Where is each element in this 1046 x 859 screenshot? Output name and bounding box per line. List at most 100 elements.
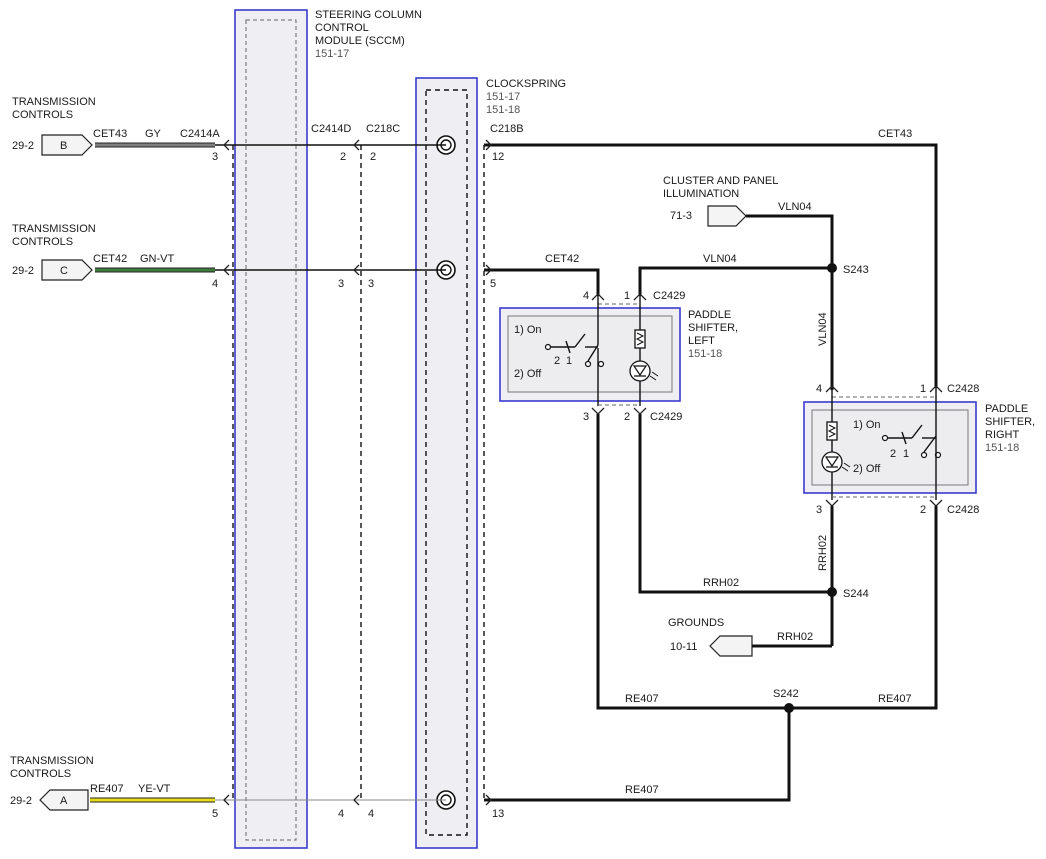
wire-re407-loop [596,414,938,710]
sccm-name-3: MODULE (SCCM) [315,35,405,47]
group-label: TRANSMISSION [12,223,96,235]
pin-number: 3 [368,278,374,290]
group-label: TRANSMISSION [12,96,96,108]
page-ref: 71-3 [670,210,692,222]
wire-label-re407-mid-right: RE407 [878,693,912,705]
connector-arrow [353,139,360,151]
paddle-shifter-left: 4 1 C2429 1) On 2) Off 2 1 [499,290,738,423]
pin-number: 1 [920,383,926,395]
pin-number: 5 [212,808,218,820]
page-ref: 29-2 [10,795,32,807]
wire-rrh02-left [638,414,832,594]
wire-color-gnvt: GN-VT [140,253,175,265]
paddle-left-name-1: PADDLE [688,309,731,321]
sccm-ref-1: 151-17 [315,48,349,60]
splice-s243 [827,263,837,273]
connector-label-c218c: C218C [366,123,400,135]
connector-label-c2414a: C2414A [180,128,220,140]
connector-arrow [633,407,647,415]
switch-pin: 2 [554,355,560,367]
switch-state-on: 1) On [853,419,881,431]
pin-number: 3 [338,278,344,290]
flag-letter: A [60,795,68,807]
wire-re407 [90,708,791,803]
switch-state-off: 2) Off [853,463,881,475]
wire-label-re407-mid-left: RE407 [625,693,659,705]
pin-number: 4 [583,290,589,302]
paddle-shifter-right: 4 1 C2428 1) On 2) Off 2 1 [803,383,1035,516]
pin-number: 3 [212,151,218,163]
connector-arrow [223,264,230,276]
sccm-module: STEERING COLUMN CONTROL MODULE (SCCM) 15… [234,9,422,849]
connector-arrow [223,794,230,806]
wire-cet43 [95,142,938,388]
wire-color-gy: GY [145,128,162,140]
splice-label-s242: S242 [773,688,799,700]
pin-number: 12 [492,151,504,163]
pin-number: 4 [368,808,374,820]
page-ref: 29-2 [12,140,34,152]
group-label: CONTROLS [10,768,71,780]
connector-label-c2414d: C2414D [311,123,351,135]
wire-cet42 [95,267,600,296]
led-icon [821,451,851,473]
group-label: CONTROLS [12,236,73,248]
connector-arrow [591,407,605,415]
switch-pin: 1 [903,448,909,460]
splice-label-s243: S243 [843,264,869,276]
pin-number: 13 [492,808,504,820]
page-ref: 10-11 [670,641,697,653]
splice-s242 [784,703,794,713]
pin-number: 2 [340,151,346,163]
wire-label-cet43-left: CET43 [93,128,127,140]
clockspring-module: CLOCKSPRING 151-17 151-18 [415,77,566,849]
pin-number: 4 [338,808,344,820]
switch-icon [881,388,942,500]
connector-arrow [485,264,492,276]
paddle-right-name-3: RIGHT [985,429,1020,441]
wire-label-cet42-mid: CET42 [545,253,579,265]
wire-label-rrh02-vert: RRH02 [817,535,829,571]
connector-label-c2428-top: C2428 [947,383,979,395]
wire-label-vln04-mid: VLN04 [703,253,737,265]
clockspring-ref-1: 151-17 [486,91,520,103]
clockspring-ref-2: 151-18 [486,104,520,116]
connector-arrow [591,293,605,301]
offpage-transmission-b[interactable]: TRANSMISSION CONTROLS 29-2 B [12,96,96,156]
switch-pin: 1 [566,355,572,367]
wire-label-cet43-right: CET43 [878,128,912,140]
offpage-transmission-c[interactable]: TRANSMISSION CONTROLS 29-2 C [12,223,96,281]
connector-arrow [485,794,492,806]
sccm-name-2: CONTROL [315,22,369,34]
offpage-grounds[interactable]: GROUNDS 10-11 [668,617,753,657]
connector-arrow [929,385,943,393]
wire-label-cet42-left: CET42 [93,253,127,265]
group-label: GROUNDS [668,617,724,629]
pin-number: 2 [370,151,376,163]
wire-label-vln04-top: VLN04 [778,201,812,213]
connector-label-c2428-bottom: C2428 [947,504,979,516]
offpage-cluster-illumination[interactable]: CLUSTER AND PANEL ILLUMINATION 71-3 [663,175,778,227]
pin-number: 5 [490,278,496,290]
switch-state-off: 2) Off [514,368,542,380]
wire-vln04-feed [746,214,834,268]
offpage-transmission-a[interactable]: TRANSMISSION CONTROLS 29-2 A [10,755,94,811]
group-label: CONTROLS [12,109,73,121]
pin-number: 1 [624,290,630,302]
connector-label-c2429-bottom: C2429 [650,411,682,423]
clockspring-name: CLOCKSPRING [486,78,566,90]
page-ref: 29-2 [12,265,34,277]
wire-vln04-left [638,266,832,296]
switch-pin: 2 [890,448,896,460]
wire-label-rrh02-gnd: RRH02 [777,631,813,643]
connector-label-c218b: C218B [490,123,524,135]
paddle-left-name-3: LEFT [688,335,715,347]
group-label: ILLUMINATION [663,188,739,200]
wire-label-rrh02-mid: RRH02 [703,577,739,589]
group-label: CLUSTER AND PANEL [663,175,778,187]
switch-icon [544,333,605,406]
pin-number: 3 [816,504,822,516]
switch-state-on: 1) On [514,324,542,336]
connector-arrow [929,499,943,507]
